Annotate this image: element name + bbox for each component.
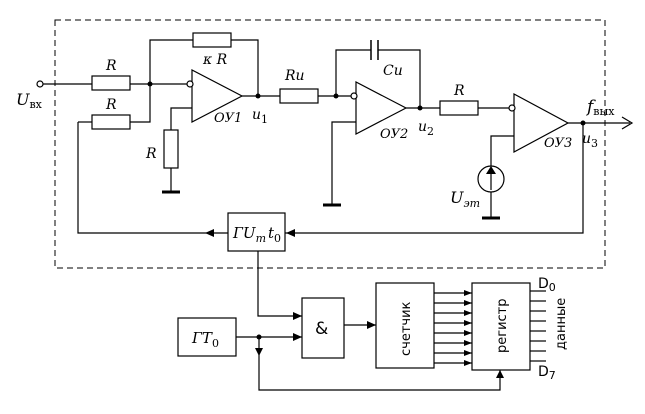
opamp-1-label: ОУ1: [214, 111, 242, 126]
opamp-1: [191, 69, 244, 123]
feedback-resistor-label: R: [105, 97, 117, 113]
data-output-lines: [530, 290, 546, 362]
input-resistor-label: R: [105, 58, 117, 74]
input-voltage-label: Uвх: [16, 90, 43, 111]
reference-voltage-label: Uэт: [450, 188, 480, 210]
d0-label: D0: [538, 276, 556, 294]
arrow-strobe-down: [255, 348, 263, 356]
data-label: данные: [554, 298, 569, 350]
opamp-2-label: ОУ2: [380, 127, 408, 142]
arrow-into-and-1: [293, 312, 302, 320]
and-gate: [301, 297, 345, 359]
input-terminal: [36, 80, 92, 88]
arrow-to-feedback: [205, 229, 214, 237]
comparator-resistor-label: R: [453, 83, 465, 99]
and-gate-label: &: [315, 319, 328, 339]
kr-resistor-label: κ R: [202, 52, 228, 68]
integrator-resistor-label: Rи: [284, 68, 305, 84]
opamp-3: [513, 92, 570, 154]
arrow-into-and-2: [293, 333, 302, 341]
opamp-3-label: ОУ3: [544, 136, 572, 151]
generator-gt0-label: ГT0: [191, 329, 219, 350]
ground-resistor: [163, 129, 179, 169]
counter-register-bus: [434, 290, 472, 366]
register-block: [471, 282, 531, 371]
output-frequency-label: fвых: [585, 97, 615, 118]
generator-gt0: [177, 317, 237, 357]
input-resistor: [91, 75, 131, 91]
arrow-into-counter: [367, 321, 376, 329]
u3-label: u3: [582, 131, 598, 150]
arrow-into-generator: [286, 229, 295, 237]
ground-resistor-label: R: [145, 146, 157, 162]
counter-block: [375, 282, 435, 369]
capacitor-label: Cи: [383, 63, 403, 79]
d7-label: D7: [538, 364, 556, 382]
u2-label: u2: [418, 119, 434, 138]
output-arrow: [621, 116, 634, 130]
arrow-into-register-strobe: [496, 370, 504, 378]
generator-gumt0: [227, 212, 286, 252]
u1-label: u1: [252, 107, 268, 126]
counter-label: счетчик: [399, 301, 414, 356]
converter-enclosure: [54, 19, 606, 269]
feedback-resistor: [91, 114, 131, 130]
integrator-resistor: [279, 88, 319, 104]
comparator-resistor: [439, 100, 479, 116]
register-label: регистр: [495, 298, 510, 353]
opamp-2: [355, 81, 408, 135]
kr-feedback-resistor: [192, 32, 232, 48]
